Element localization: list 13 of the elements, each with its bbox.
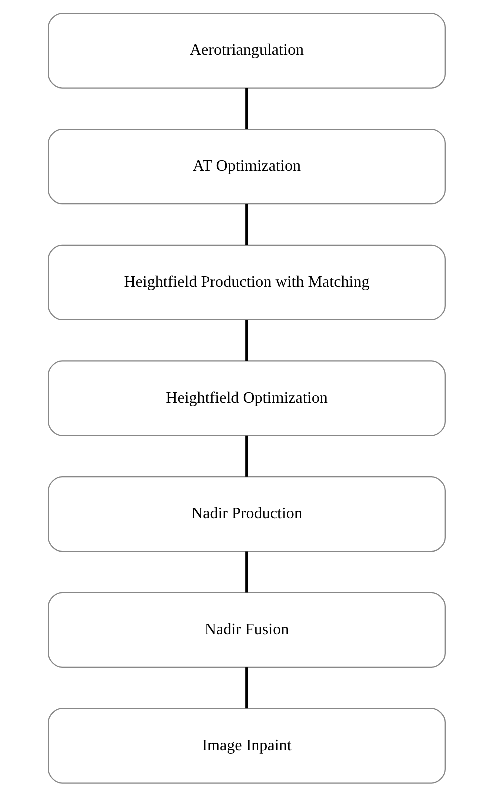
node-box: Heightfield Production with Matching [48, 244, 446, 320]
node-box: Nadir Fusion [48, 592, 446, 668]
node-box: Heightfield Optimization [48, 360, 446, 436]
connector [245, 320, 248, 361]
node-box: AT Optimization [48, 128, 446, 204]
node-box: Image Inpaint [48, 708, 446, 784]
connector [245, 204, 248, 245]
node-box: Aerotriangulation [48, 12, 446, 88]
connector [245, 88, 248, 129]
connector [245, 667, 248, 708]
node-box: Nadir Production [48, 476, 446, 552]
connector [245, 435, 248, 476]
connector [245, 551, 248, 592]
